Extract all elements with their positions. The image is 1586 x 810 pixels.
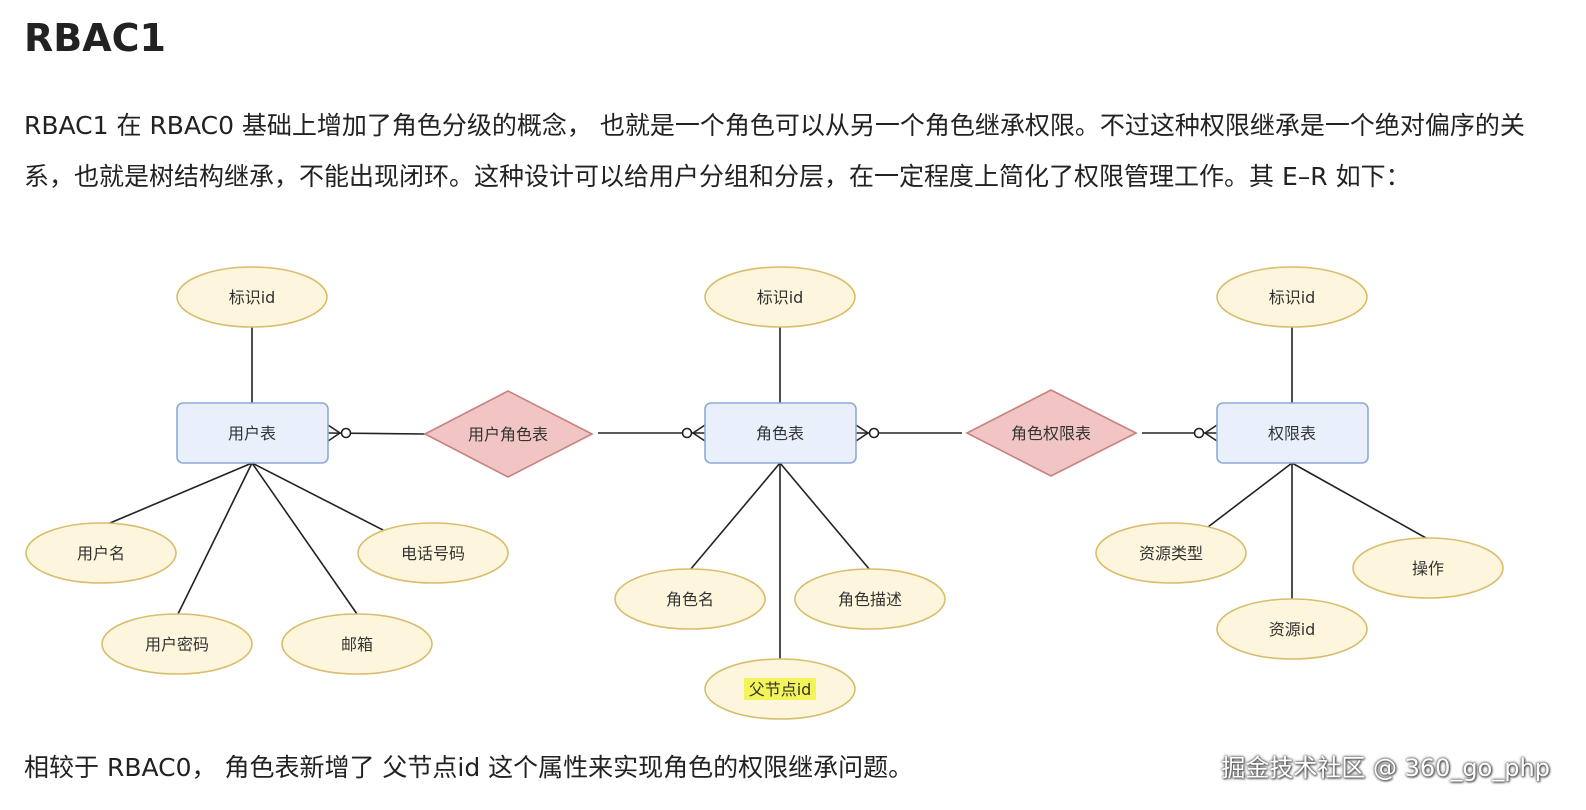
permission-entity-group: 标识id 权限表 资源类型 资源id 操作	[1095, 266, 1504, 660]
attr-user-name-label: 用户名	[77, 544, 125, 563]
relationship-role-permission-label: 角色权限表	[1011, 424, 1091, 443]
attr-operation-label: 操作	[1412, 559, 1444, 578]
intro-paragraph: RBAC1 在 RBAC0 基础上增加了角色分级的概念， 也就是一个角色可以从另…	[24, 111, 1525, 191]
entity-role	[704, 402, 857, 464]
entity-permission-label: 权限表	[1268, 424, 1316, 443]
attr-role-name-label: 角色名	[666, 590, 714, 609]
role-entity-group: 标识id 角色表 角色名 角色描述 父节点id	[614, 266, 946, 720]
optional-markers	[340, 427, 1205, 439]
attr-user-id-label: 标识id	[229, 288, 276, 307]
attr-resource-type	[1095, 522, 1247, 584]
entity-role-label: 角色表	[756, 424, 804, 443]
parent-id-highlight	[744, 678, 816, 700]
attr-permission-id-label: 标识id	[1269, 288, 1316, 307]
attr-role-name	[614, 568, 766, 630]
connector-lines	[102, 327, 1427, 660]
conclusion-paragraph: 相较于 RBAC0， 角色表新增了 父节点id 这个属性来实现角色的权限继承问题…	[24, 753, 914, 782]
section-heading: RBAC1	[24, 16, 166, 60]
attr-user-email-label: 邮箱	[341, 635, 373, 654]
attr-role-id-label: 标识id	[757, 288, 804, 307]
attr-user-id	[176, 266, 328, 328]
attr-operation	[1352, 537, 1504, 599]
relationship-user-role-label: 用户角色表	[468, 425, 548, 444]
attr-resource-type-label: 资源类型	[1139, 544, 1203, 563]
attr-user-phone	[357, 522, 509, 584]
attr-role-description	[794, 568, 946, 630]
attr-user-password	[101, 613, 253, 675]
relationship-user-role: 用户角色表	[423, 390, 594, 478]
attr-user-email	[281, 613, 433, 675]
attr-user-password-label: 用户密码	[145, 635, 209, 654]
user-entity-group: 标识id 用户表 用户名 用户密码 邮箱 电话号码	[25, 266, 509, 675]
attr-user-name	[25, 522, 177, 584]
attr-resource-id-label: 资源id	[1269, 620, 1316, 639]
attr-resource-id	[1216, 598, 1368, 660]
relationship-role-permission: 角色权限表	[965, 389, 1138, 477]
attr-role-parent-id-label: 父节点id	[749, 680, 812, 699]
attr-role-description-label: 角色描述	[838, 590, 902, 609]
attr-role-id	[704, 266, 856, 328]
attr-permission-id	[1216, 266, 1368, 328]
attr-user-phone-label: 电话号码	[401, 544, 465, 563]
entity-user-label: 用户表	[228, 424, 276, 443]
entity-permission	[1216, 402, 1369, 464]
entity-user	[176, 402, 329, 464]
watermark: 掘金技术社区 @ 360_go_php	[1221, 754, 1550, 782]
